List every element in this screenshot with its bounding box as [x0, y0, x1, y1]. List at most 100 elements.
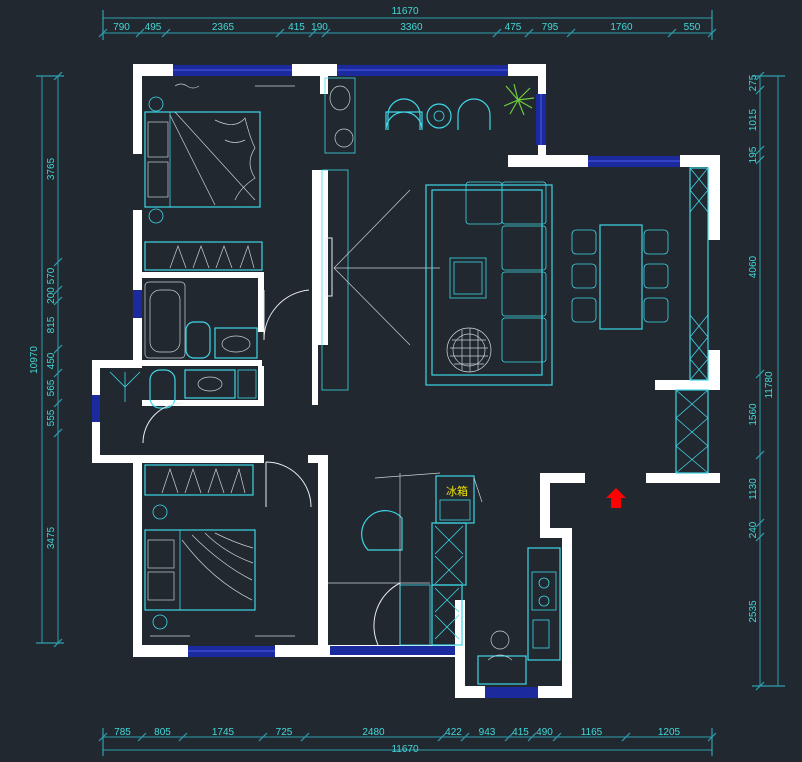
left-dimension-segment: 570	[46, 267, 57, 284]
top-dimension-segment: 550	[684, 22, 701, 33]
washbasin	[184, 369, 236, 399]
round-table	[426, 103, 452, 129]
wall-segment	[318, 455, 328, 655]
left-dimension-segment: 200	[46, 287, 57, 304]
living-room	[321, 77, 709, 474]
shower-icon	[109, 371, 141, 402]
red-arrow-up-icon	[606, 488, 626, 508]
wall-segment	[133, 318, 142, 360]
door-arc	[373, 582, 401, 646]
wall-segment	[562, 528, 572, 698]
person-icon	[490, 630, 510, 650]
wall-segment	[142, 272, 264, 278]
bedroom-2	[144, 461, 312, 637]
plant-icon	[503, 83, 535, 116]
sofa-seat	[465, 181, 503, 225]
bottom-dimension-segment: 943	[479, 727, 496, 738]
wall-segment	[538, 686, 572, 698]
wall-segment	[312, 345, 318, 405]
bedroom-1	[144, 83, 295, 271]
wall-segment	[292, 64, 337, 76]
wall-segment	[540, 473, 550, 528]
cabinet	[399, 584, 431, 646]
bottom-dimension-segment: 2480	[362, 727, 385, 738]
lamp-icon	[148, 96, 164, 112]
wall-segment	[312, 170, 328, 345]
fridge-label: 冰箱	[446, 484, 468, 498]
window-study	[330, 646, 455, 655]
top-dimension-segment: 475	[505, 22, 522, 33]
wall-segment	[92, 455, 264, 463]
kitchen-sink	[477, 655, 527, 685]
bottom-dimension-segment: 1205	[658, 727, 681, 738]
left-total-dimension: 10970	[29, 346, 40, 374]
chair	[361, 510, 403, 551]
armchair	[387, 98, 421, 130]
sink	[532, 619, 550, 649]
right-dimension-segment: 4060	[748, 255, 759, 278]
dining-chair	[643, 297, 669, 323]
left-dimension-segment: 3765	[46, 157, 57, 180]
kitchen: 冰箱	[431, 475, 561, 685]
window-toilet	[92, 395, 100, 422]
dining-chair	[571, 297, 597, 323]
wall-segment	[538, 64, 546, 94]
bottom-dimension-segment: 725	[276, 727, 293, 738]
top-dimension-segment: 3360	[400, 22, 423, 33]
wall-segment	[133, 645, 188, 657]
top-dimension-segment: 2365	[212, 22, 235, 33]
top-total-dimension: 11670	[391, 6, 419, 17]
wall-segment	[258, 272, 264, 332]
wall-segment	[508, 64, 546, 76]
round-rug	[446, 327, 492, 373]
right-total-dimension: 11780	[764, 371, 775, 399]
washbasin	[214, 327, 258, 359]
bathtub	[144, 281, 186, 359]
wall-segment	[258, 366, 264, 406]
top-dimension-segment: 790	[113, 22, 130, 33]
wardrobe-1	[144, 241, 263, 271]
lamp-icon	[152, 614, 168, 630]
window-bathroom	[133, 290, 142, 318]
bottom-dimension-segment: 415	[512, 727, 529, 738]
top-dimension-segment: 415	[288, 22, 305, 33]
wall-segment	[508, 155, 588, 167]
fridge	[435, 475, 475, 524]
right-dimension-segment: 2535	[748, 600, 759, 623]
wall-segment	[455, 600, 465, 698]
counter	[527, 547, 561, 661]
wall-segment	[708, 155, 720, 240]
wall-segment	[646, 473, 720, 483]
left-dimension-lines	[36, 71, 64, 648]
wall-segment	[133, 210, 142, 290]
wc	[109, 369, 257, 444]
dining-chair	[571, 229, 597, 255]
wall-segment	[92, 360, 142, 368]
double-bed-1	[144, 111, 261, 208]
wall-segment	[540, 528, 572, 538]
wall-segment	[655, 380, 720, 390]
bottom-dimension-lines	[98, 728, 717, 756]
tv-cabinet	[321, 169, 349, 391]
right-dimension-lines	[752, 71, 785, 691]
top-dimension-lines	[98, 10, 717, 40]
kitchen-cabinet	[431, 584, 463, 646]
left-dimension-segment: 555	[46, 409, 57, 426]
wall-segment	[320, 64, 328, 94]
right-dimension-segment: 1560	[748, 403, 759, 426]
right-dimension-segment: 275	[748, 74, 759, 91]
bathroom	[144, 281, 310, 359]
top-dimension-segment: 795	[542, 22, 559, 33]
armchair	[457, 98, 491, 130]
shoe-cabinet	[675, 389, 709, 474]
left-dimension-segment: 450	[46, 352, 57, 369]
windows	[92, 65, 680, 698]
top-dimension-segment: 1760	[610, 22, 633, 33]
tall-cabinet	[689, 167, 709, 381]
bottom-dimension-segment: 785	[114, 727, 131, 738]
tv	[325, 237, 333, 297]
right-dimension-segment: 1130	[748, 478, 759, 500]
cabinet	[237, 369, 257, 399]
